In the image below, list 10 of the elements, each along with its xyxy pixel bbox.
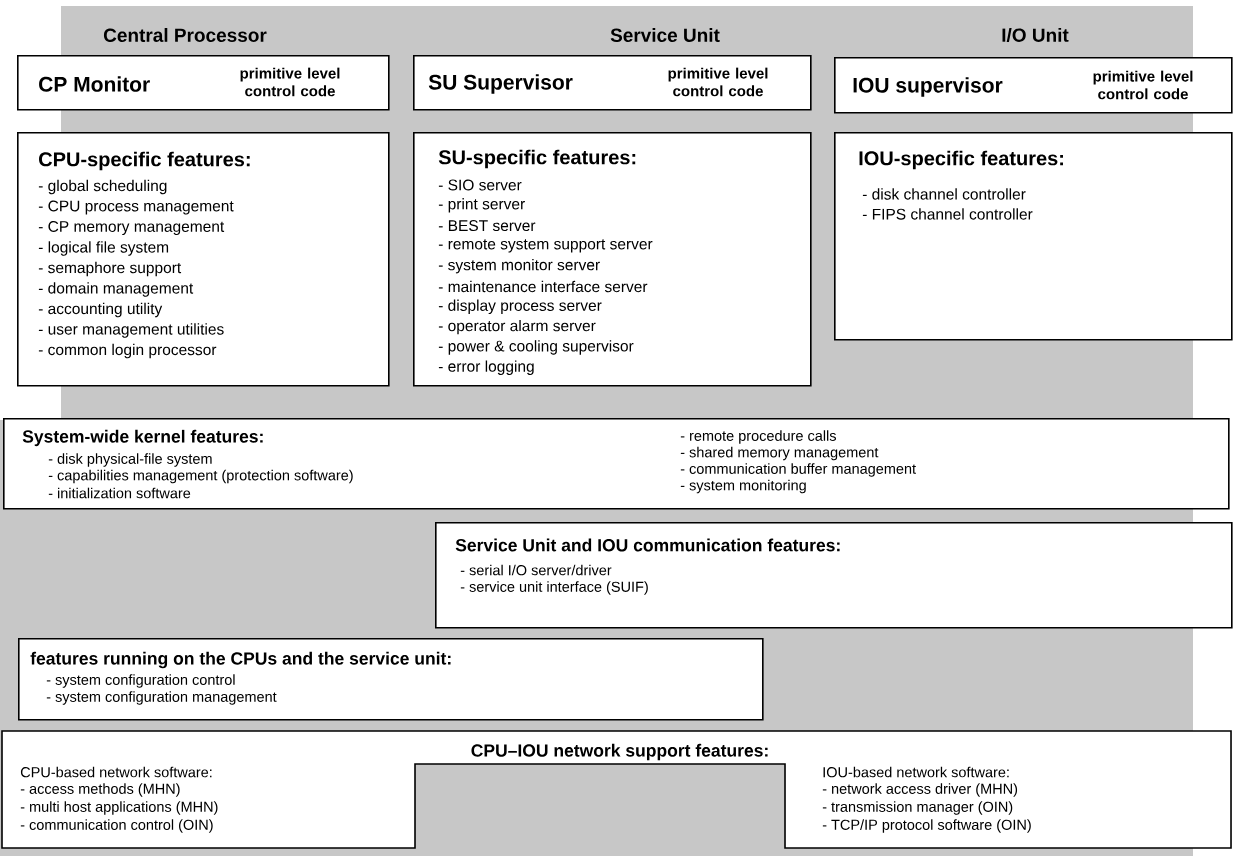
supervisor-box: SU Supervisor primitive level control code: [413, 55, 812, 111]
feature-box: IOU-specific features: - disk channel controller - FIPS channel controller: [834, 132, 1233, 341]
feature-box: features running on the CPUs and the service unit: - system configuration control - system configuration management: [18, 638, 764, 721]
feature-box: CPU–IOU network support features: CPU-based network software: - access methods (MHN) - multi host applications (MHN) - communication control (OIN) IOU-based network software: - network access driver (MHN) - transmission manager (OIN) - TCP/IP protocol software (OIN): [1, 730, 1232, 849]
feature-box: Service Unit and IOU communication features: - serial I/O server/driver - service unit interface (SUIF): [435, 522, 1233, 629]
feature-box: SU-specific features: - SIO server - print server - BEST server - remote system support server - system monitor server - maintenance interface server - display process server - operator alarm server - power & cooling supervisor - error logging: [413, 132, 812, 387]
feature-box: System-wide kernel features: - disk physical-file system - capabilities management (protection software) - initialization software - remote procedure calls - shared memory management - communication buffer management - system monitoring: [3, 418, 1230, 510]
supervisor-box: CP Monitor primitive level control code: [17, 55, 390, 111]
supervisor-box: IOU supervisor primitive level control code: [834, 57, 1233, 114]
feature-box: CPU-specific features: - global scheduling - CPU process management - CP memory management - logical file system - semaphore support - domain management - accounting utility - user management utilities - common login processor: [17, 132, 390, 387]
